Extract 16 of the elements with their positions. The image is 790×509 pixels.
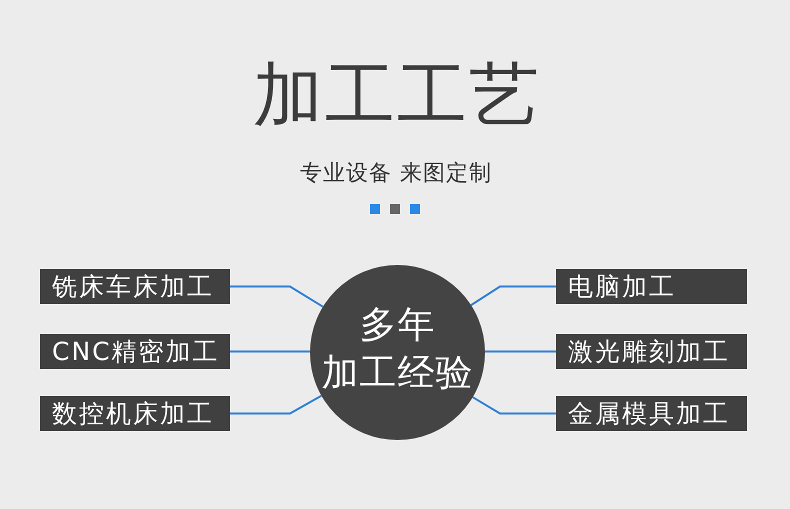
subtitle: 专业设备 来图定制 [300,161,492,187]
title: 加工工艺 [253,60,541,130]
process-box: CNC精密加工 [40,334,230,369]
connector-line [230,350,310,352]
connector-line [472,396,556,414]
process-box: 电脑加工 [556,269,747,304]
process-box: 金属模具加工 [556,396,747,431]
circle-label: 加工经验 [322,350,474,396]
process-box: 数控机床加工 [40,396,230,431]
connector-line [230,394,322,414]
connector-line [485,350,556,352]
process-box: 激光雕刻加工 [556,334,747,369]
connector-line [470,286,556,306]
circle-label: 多年 [360,302,436,348]
connector-line [230,286,324,308]
process-box: 铣床车床加工 [40,269,230,304]
